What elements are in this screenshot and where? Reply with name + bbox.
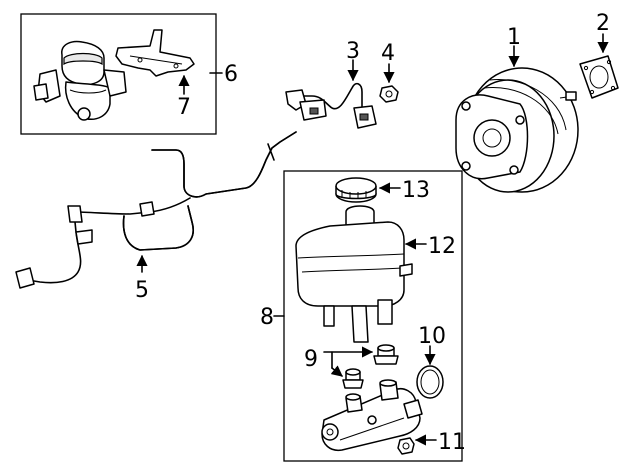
callout-7: 7 xyxy=(177,95,191,120)
callout-11: 11 xyxy=(438,430,466,455)
callout-9: 9 xyxy=(304,347,318,372)
master-cylinder-illustration xyxy=(321,379,423,452)
callout-13: 13 xyxy=(402,178,430,203)
callout-8: 8 xyxy=(260,305,274,330)
o-ring-illustration xyxy=(416,365,444,399)
pump-inset-group: 6 7 xyxy=(20,13,238,135)
nut-illustration xyxy=(379,85,399,103)
brake-booster-illustration xyxy=(455,67,579,193)
vacuum-hose-illustration xyxy=(15,131,297,289)
callout-12: 12 xyxy=(428,234,456,259)
callout-5: 5 xyxy=(135,278,149,303)
grommets-illustration xyxy=(342,344,399,389)
mc-nut-illustration xyxy=(397,437,415,455)
callout-9-leader xyxy=(323,346,374,377)
reservoir-illustration xyxy=(295,205,413,343)
callout-1: 1 xyxy=(507,25,521,50)
callout-3: 3 xyxy=(346,39,360,64)
pump-bracket-illustration xyxy=(115,29,195,77)
callout-2: 2 xyxy=(596,11,610,36)
gasket-illustration xyxy=(579,55,619,99)
callout-4: 4 xyxy=(381,41,395,66)
callout-10: 10 xyxy=(418,324,446,349)
air-pump-illustration xyxy=(33,40,127,121)
master-cylinder-box-group: 8 xyxy=(260,170,463,462)
pump-inset-box xyxy=(20,13,217,135)
sensor-harness-illustration xyxy=(285,82,377,129)
callout-6: 6 xyxy=(224,62,238,87)
reservoir-cap-illustration xyxy=(335,177,377,203)
